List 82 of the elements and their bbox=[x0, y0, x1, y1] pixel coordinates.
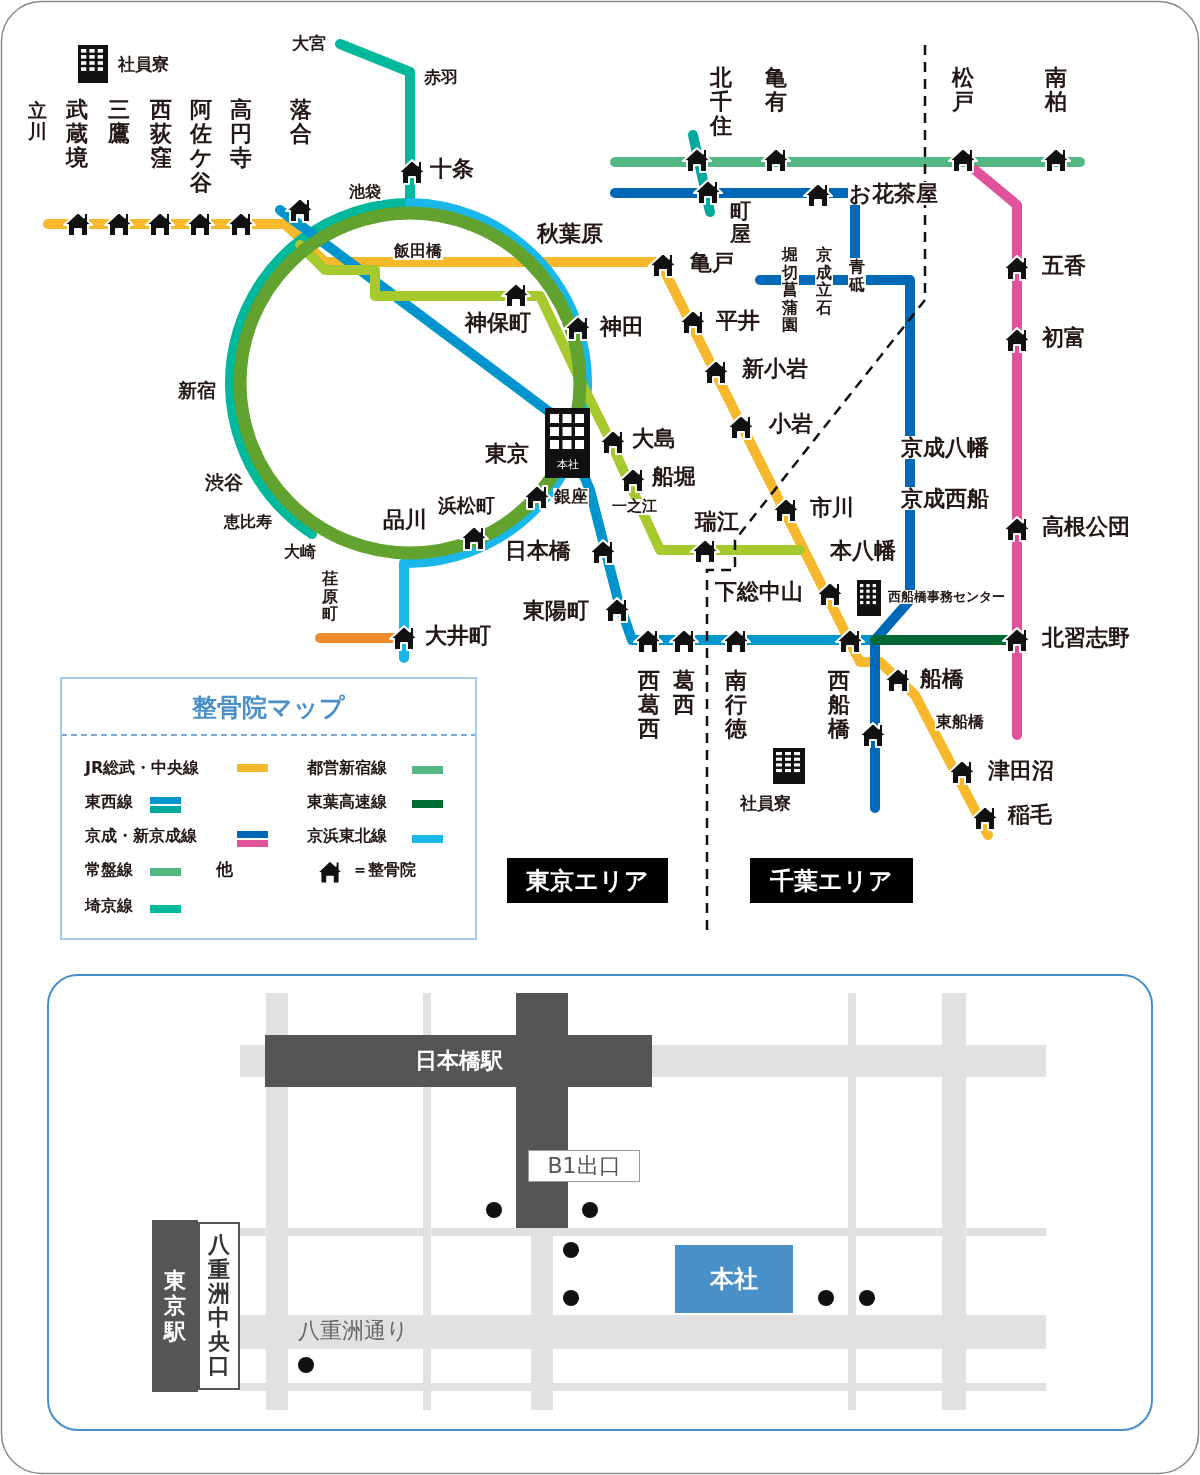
station-name: 本八幡 bbox=[830, 539, 896, 563]
area-label: 東京エリア bbox=[507, 858, 668, 903]
station-name: 南柏 bbox=[1045, 66, 1067, 115]
legend-label: ＝整骨院 bbox=[352, 862, 416, 879]
station-name: 東京 bbox=[485, 442, 529, 466]
station-band: 東京駅 bbox=[152, 1220, 198, 1392]
station-name: 堀切菖蒲園 bbox=[781, 246, 799, 334]
station-name: 新宿 bbox=[178, 381, 216, 401]
station-name: 品川 bbox=[383, 508, 427, 532]
station-name: 武蔵境 bbox=[66, 98, 88, 171]
station-name: 船橋 bbox=[920, 667, 964, 691]
station-name: お花茶屋 bbox=[848, 182, 939, 206]
station-name: 下総中山 bbox=[714, 580, 804, 604]
station-name: 初富 bbox=[1042, 326, 1086, 350]
station-name: 渋谷 bbox=[205, 473, 243, 493]
station-name: 西船橋 bbox=[828, 669, 850, 742]
station-name: 日本橋 bbox=[505, 539, 571, 563]
station-name: 小岩 bbox=[768, 412, 814, 436]
legend-label: 東葉高速線 bbox=[307, 794, 387, 811]
station-name: 神保町 bbox=[465, 311, 531, 335]
station-name: 三鷹 bbox=[108, 98, 130, 147]
station-name: 葛西 bbox=[673, 669, 695, 718]
legend-note: 他 bbox=[216, 861, 233, 879]
legend-label: 京成・新京成線 bbox=[85, 828, 197, 845]
station-name: 南行徳 bbox=[725, 669, 747, 742]
station-name: 西荻窪 bbox=[150, 98, 172, 171]
legend-label: 常盤線 bbox=[85, 862, 133, 879]
station-name: 五香 bbox=[1042, 254, 1086, 278]
station-name: 大島 bbox=[632, 427, 676, 451]
station-name: 神田 bbox=[600, 315, 644, 339]
station-name: 一之江 bbox=[611, 499, 658, 515]
station-band: 日本橋駅 bbox=[265, 1035, 652, 1087]
station-name: 大宮 bbox=[292, 35, 326, 53]
legend-label: 東西線 bbox=[85, 794, 133, 811]
station-name: 瑞江 bbox=[695, 510, 739, 534]
station-name: 秋葉原 bbox=[537, 222, 603, 246]
station-name: 浜松町 bbox=[438, 496, 495, 516]
station-name: 飯田橋 bbox=[393, 243, 443, 260]
station-name: 津田沼 bbox=[988, 759, 1054, 783]
station-name: 北習志野 bbox=[1042, 626, 1130, 650]
station-name: 船堀 bbox=[652, 465, 696, 489]
station-name: 町屋 bbox=[730, 200, 751, 247]
legend-label: JR総武・中央線 bbox=[85, 760, 200, 777]
station-name: 荏原町 bbox=[322, 570, 338, 623]
station-name: 北千住 bbox=[710, 66, 732, 139]
station-name: 十条 bbox=[430, 157, 474, 181]
dormitory-label: 社員寮 bbox=[740, 795, 791, 813]
station-name: 京成立石 bbox=[815, 246, 833, 317]
station-name: 大崎 bbox=[284, 544, 316, 561]
station-name: 東船橋 bbox=[935, 714, 985, 731]
station-name: 池袋 bbox=[348, 184, 382, 201]
station-name: 亀有 bbox=[765, 66, 787, 115]
station-name: 大井町 bbox=[425, 624, 491, 648]
station-name: 東陽町 bbox=[523, 599, 589, 623]
station-name: 市川 bbox=[810, 496, 854, 520]
station-name: 赤羽 bbox=[424, 69, 458, 87]
legend-label: 埼京線 bbox=[85, 898, 133, 915]
station-name: 高根公団 bbox=[1042, 515, 1130, 539]
station-name: 京成八幡 bbox=[900, 436, 990, 460]
office-label: 西船橋事務センター bbox=[887, 590, 1006, 604]
station-name: 青砥 bbox=[848, 258, 866, 294]
street-name: 八重洲通り bbox=[298, 1319, 409, 1343]
office-marker: 本社 bbox=[675, 1245, 793, 1313]
station-name: 阿佐ケ谷 bbox=[190, 98, 212, 195]
station-name: 平井 bbox=[716, 309, 760, 333]
station-name: 亀戸 bbox=[690, 251, 734, 275]
office-building: 本社 bbox=[545, 408, 590, 478]
station-name: 稲毛 bbox=[1008, 803, 1052, 827]
station-name: 西葛西 bbox=[638, 669, 660, 742]
area-label: 千葉エリア bbox=[750, 858, 913, 903]
station-name: 立川 bbox=[28, 100, 47, 142]
legend-label: 都営新宿線 bbox=[307, 760, 387, 777]
station-name: 高円寺 bbox=[230, 98, 252, 171]
station-name: 恵比寿 bbox=[224, 514, 272, 531]
dormitory-label: 社員寮 bbox=[118, 56, 169, 74]
exit-sign: B1出口 bbox=[528, 1150, 640, 1182]
station-name: 京成西船 bbox=[900, 487, 990, 511]
exit-sign: 八重洲中央口 bbox=[198, 1222, 240, 1390]
legend-label: 京浜東北線 bbox=[307, 828, 387, 845]
station-name: 松戸 bbox=[952, 66, 974, 115]
station-name: 新小岩 bbox=[742, 357, 808, 381]
station-name: 落合 bbox=[290, 98, 312, 147]
